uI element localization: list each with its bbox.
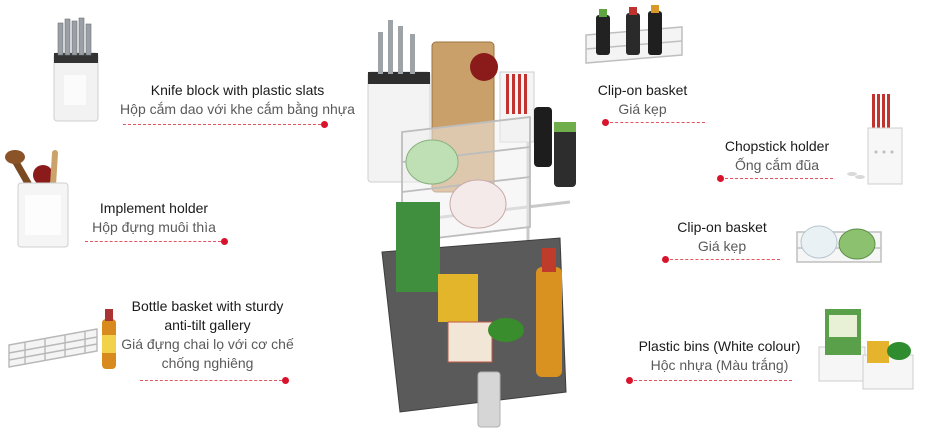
implement-holder-label-vi: Hộp đựng muôi thìa [92, 219, 216, 235]
chopstick-holder-label-vi: Ống cắm đũa [734, 157, 820, 173]
implement-holder-label: Implement holder Hộp đựng muôi thìa [78, 199, 230, 237]
bottle-basket-hotspot[interactable] [282, 377, 289, 384]
bottle-basket-leader [140, 380, 282, 381]
implement-holder-image [5, 150, 69, 248]
chopstick-holder-label-en: Chopstick holder [724, 138, 830, 154]
pull-out-unit-image [367, 20, 576, 428]
clip-on-basket-middle-hotspot[interactable] [662, 256, 669, 263]
chopstick-holder-leader [725, 178, 833, 179]
clip-on-basket-middle-image [796, 225, 882, 263]
clip-on-basket-top-label-vi: Giá kẹp [618, 101, 667, 117]
plastic-bins-image [818, 309, 914, 390]
knife-block-label: Knife block with plastic slats Hộp cắm d… [110, 81, 365, 119]
knife-block-hotspot[interactable] [321, 121, 328, 128]
clip-on-basket-middle-label-en: Clip-on basket [677, 219, 767, 235]
plastic-bins-label-en: Plastic bins (White colour) [638, 338, 801, 354]
knife-block-leader [123, 124, 321, 125]
chopstick-holder-image [847, 94, 903, 185]
plastic-bins-hotspot[interactable] [626, 377, 633, 384]
chopstick-holder-hotspot[interactable] [717, 175, 724, 182]
implement-holder-leader [85, 241, 221, 242]
implement-holder-hotspot[interactable] [221, 238, 228, 245]
plastic-bins-label-vi: Hộc nhựa (Màu trắng) [650, 357, 789, 373]
knife-block-label-en: Knife block with plastic slats [150, 82, 325, 98]
implement-holder-label-en: Implement holder [99, 200, 209, 216]
knife-block-label-vi: Hộp cắm dao với khe cắm bằng nhựa [120, 101, 355, 117]
bottle-basket-image [8, 309, 116, 369]
plastic-bins-label: Plastic bins (White colour) Hộc nhựa (Mà… [632, 337, 807, 375]
clip-on-basket-top-leader [610, 122, 705, 123]
knife-block-image [53, 17, 99, 122]
clip-on-basket-top-label: Clip-on basket Giá kẹp [595, 81, 690, 119]
bottle-basket-label-en: Bottle basket with sturdy anti-tilt gall… [131, 298, 284, 333]
clip-on-basket-middle-label-vi: Giá kẹp [697, 238, 747, 254]
clip-on-basket-middle-label: Clip-on basket Giá kẹp [667, 218, 777, 256]
bottle-basket-label: Bottle basket with sturdy anti-tilt gall… [120, 297, 295, 373]
clip-on-basket-top-hotspot[interactable] [602, 119, 609, 126]
chopstick-holder-label: Chopstick holder Ống cắm đũa [717, 137, 837, 175]
clip-on-basket-top-image [585, 5, 683, 64]
bottle-basket-label-vi: Giá đựng chai lọ với cơ chế chống nghiên… [121, 336, 294, 371]
clip-on-basket-middle-leader [670, 259, 780, 260]
plastic-bins-leader [634, 380, 792, 381]
clip-on-basket-top-label-en: Clip-on basket [597, 82, 688, 98]
